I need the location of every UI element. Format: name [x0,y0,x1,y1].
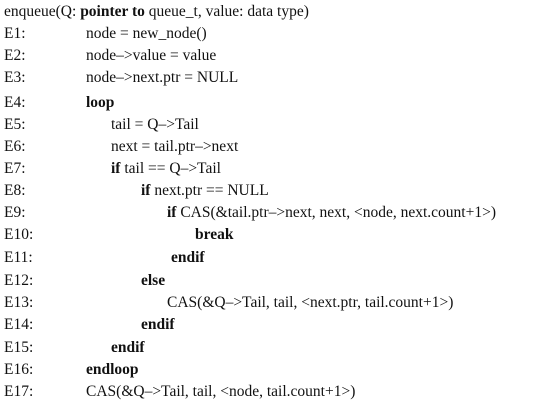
line-label: E6: [4,138,26,155]
code-text: next.ptr == NULL [150,182,269,199]
line-code: if CAS(&tail.ptr–>next, next, <node, nex… [167,202,496,224]
line-code: loop [86,92,114,114]
line-label: E9: [4,204,26,221]
line-code: CAS(&Q–>Tail, tail, <next.ptr, tail.coun… [167,292,453,314]
code-text: CAS(&Q–>Tail, tail, <node, tail.count+1>… [86,383,356,400]
line-label: E3: [4,69,26,86]
line-code: node–>value = value [86,45,216,67]
line-code: node = new_node() [86,23,207,45]
line-code: if tail == Q–>Tail [111,158,221,180]
line-label: E15: [4,339,34,356]
line-code: endif [111,337,145,359]
line-code: enqueue(Q: pointer to queue_t, value: da… [4,1,309,23]
line-label: E11: [4,249,33,266]
line-label: E10: [4,226,34,243]
line-code: endif [141,314,175,336]
line-code: if next.ptr == NULL [141,180,269,202]
keyword: endif [171,249,205,266]
code-text: next = tail.ptr–>next [111,138,239,155]
line-code: node–>next.ptr = NULL [86,67,238,89]
keyword: if [141,182,151,199]
line-code: tail = Q–>Tail [111,114,199,136]
line-label: E1: [4,25,26,42]
line-label: E5: [4,116,26,133]
line-code: endif [171,247,205,269]
line-code: CAS(&Q–>Tail, tail, <node, tail.count+1>… [86,381,355,403]
keyword: else [141,272,166,289]
line-code: else [141,270,165,292]
line-label: E13: [4,294,34,311]
keyword: break [195,226,234,243]
line-label: E2: [4,47,26,64]
code-text: node–>value = value [86,47,217,64]
keyword: if [167,204,177,221]
line-code: next = tail.ptr–>next [111,136,238,158]
keyword: pointer to [80,3,145,20]
code-text: tail = Q–>Tail [111,116,199,133]
line-label: E8: [4,182,26,199]
line-label: E4: [4,94,26,111]
line-label: E7: [4,160,26,177]
line-code: break [195,224,233,246]
keyword: endloop [86,361,139,378]
keyword: endif [111,339,145,356]
code-text: enqueue(Q: [4,3,81,20]
code-text: CAS(&tail.ptr–>next, next, <node, next.c… [176,204,496,221]
keyword: endif [141,316,175,333]
line-label: E12: [4,272,34,289]
line-label: E17: [4,383,34,400]
code-text: CAS(&Q–>Tail, tail, <next.ptr, tail.coun… [167,294,454,311]
code-text: tail == Q–>Tail [120,160,221,177]
line-code: endloop [86,359,139,381]
line-label: E16: [4,361,34,378]
code-text: node = new_node() [86,25,207,42]
line-label: E14: [4,316,34,333]
keyword: loop [86,94,115,111]
keyword: if [111,160,121,177]
code-text: node–>next.ptr = NULL [86,69,239,86]
code-text: queue_t, value: data type) [144,3,309,20]
